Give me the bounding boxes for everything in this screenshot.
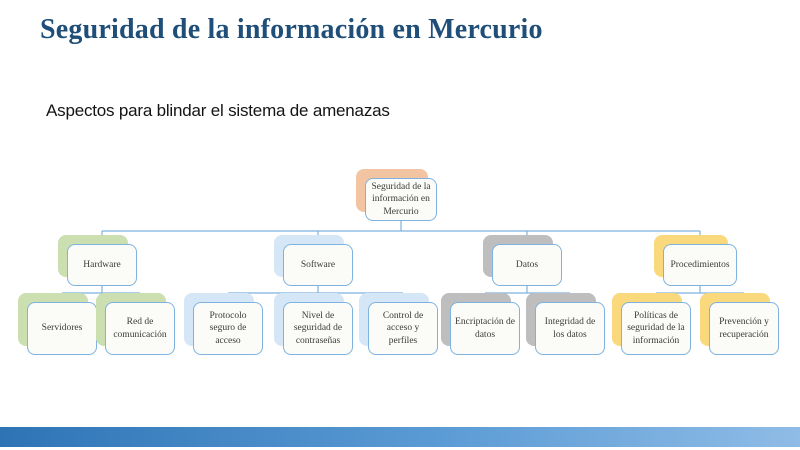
- chart-node-root: Seguridad de la información en Mercurio: [356, 169, 437, 221]
- chart-node-software: Software: [274, 235, 353, 286]
- nivel-seguridad-label: Nivel de seguridad de contraseñas: [283, 302, 353, 355]
- software-label: Software: [283, 244, 353, 286]
- chart-node-datos: Datos: [483, 235, 562, 286]
- chart-node-politicas: Políticas de seguridad de la información: [612, 293, 691, 355]
- chart-node-red-comunicacion: Red de comunicación: [96, 293, 175, 355]
- datos-label: Datos: [492, 244, 562, 286]
- chart-node-encriptacion: Encriptación de datos: [441, 293, 520, 355]
- chart-node-control-acceso: Control de acceso y perfiles: [359, 293, 438, 355]
- chart-node-hardware: Hardware: [58, 235, 137, 286]
- encriptacion-label: Encriptación de datos: [450, 302, 520, 355]
- integridad-label: Integridad de los datos: [535, 302, 605, 355]
- chart-node-nivel-seguridad: Nivel de seguridad de contraseñas: [274, 293, 353, 355]
- chart-node-protocolo: Protocolo seguro de acceso: [184, 293, 263, 355]
- chart-node-prevencion: Prevención y recuperación: [700, 293, 779, 355]
- red-comunicacion-label: Red de comunicación: [105, 302, 175, 355]
- slide-subtitle: Aspectos para blindar el sistema de amen…: [46, 101, 390, 120]
- prevencion-label: Prevención y recuperación: [709, 302, 779, 355]
- chart-node-procedimientos: Procedimientos: [654, 235, 737, 286]
- root-label: Seguridad de la información en Mercurio: [365, 178, 437, 221]
- procedimientos-label: Procedimientos: [663, 244, 737, 286]
- protocolo-label: Protocolo seguro de acceso: [193, 302, 263, 355]
- slide-title: Seguridad de la información en Mercurio: [40, 14, 543, 45]
- politicas-label: Políticas de seguridad de la información: [621, 302, 691, 355]
- connector-root-to-branches: [101, 221, 701, 244]
- hardware-label: Hardware: [67, 244, 137, 286]
- servidores-label: Servidores: [27, 302, 97, 355]
- footer-accent-bar: [0, 427, 800, 447]
- control-acceso-label: Control de acceso y perfiles: [368, 302, 438, 355]
- chart-node-integridad: Integridad de los datos: [526, 293, 605, 355]
- chart-node-servidores: Servidores: [18, 293, 97, 355]
